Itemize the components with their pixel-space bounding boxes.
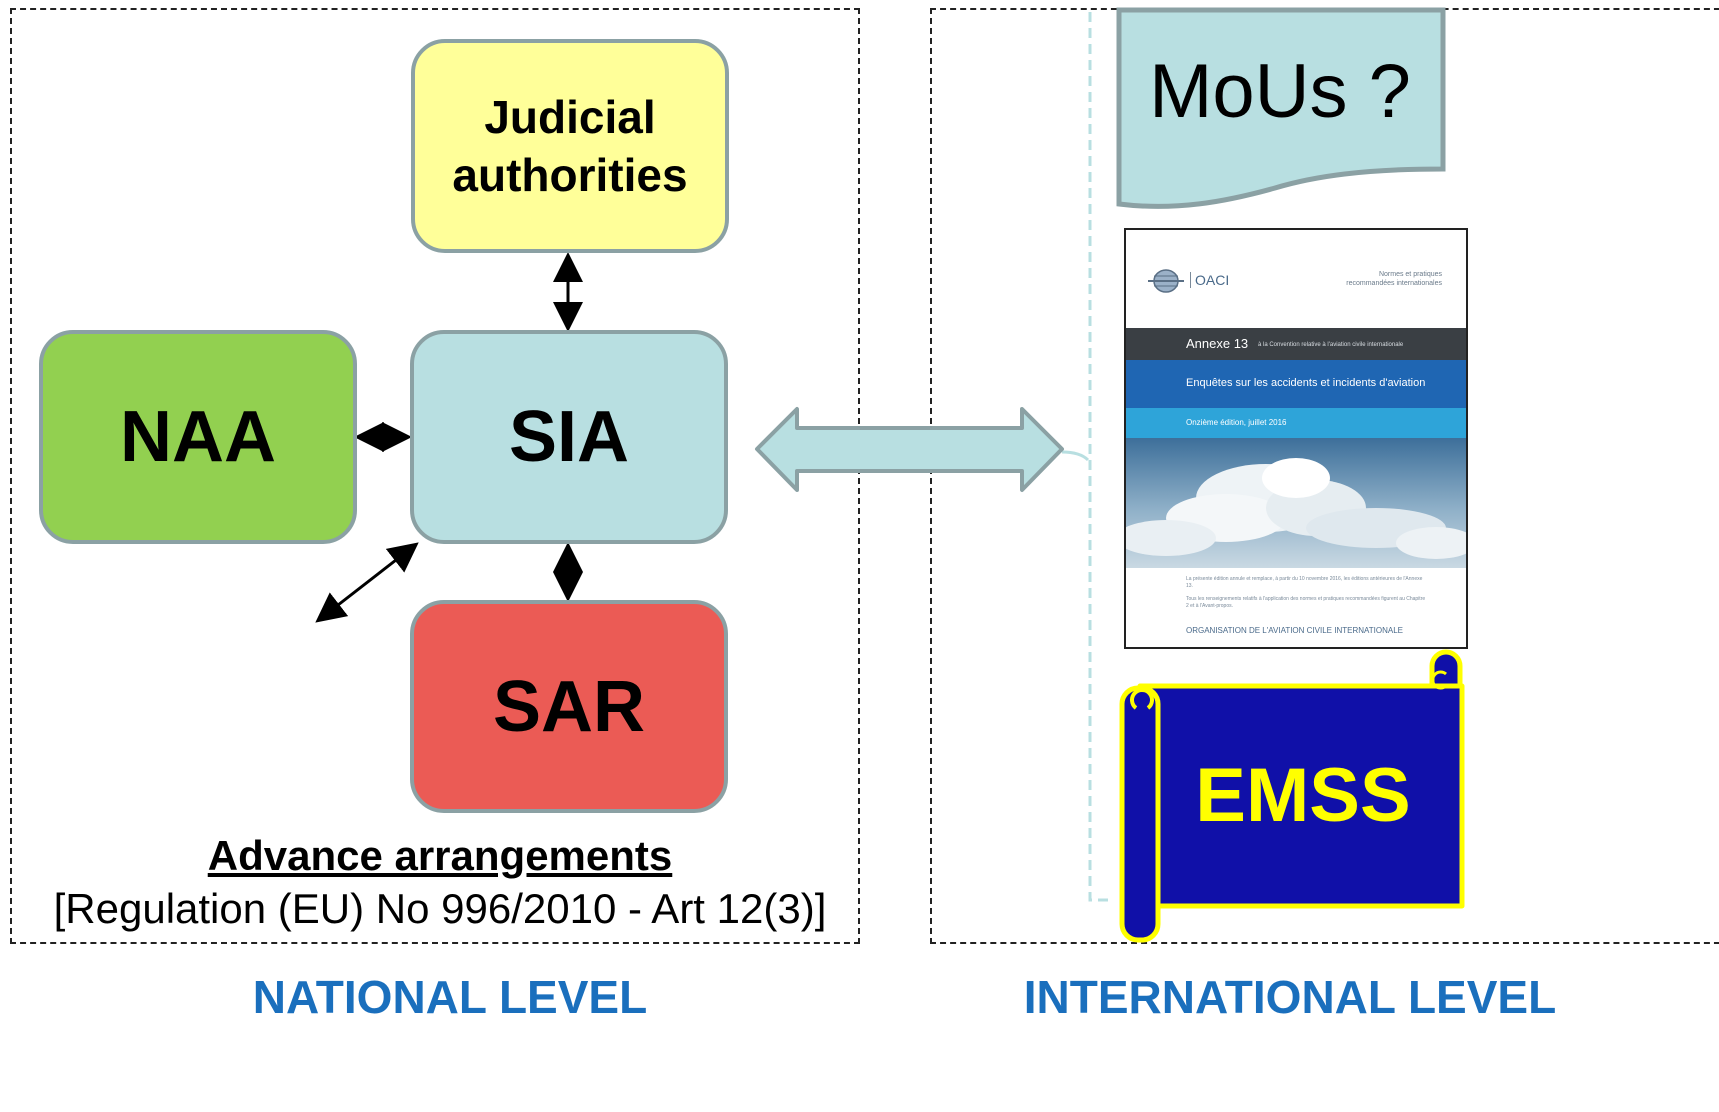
regulation-reference: [Regulation (EU) No 996/2010 - Art 12(3)… (53, 885, 827, 932)
doc-note2: Tous les renseignements relatifs à l'app… (1186, 596, 1426, 609)
doc-edition: Onzième édition, juillet 2016 (1186, 418, 1287, 427)
big-double-arrow (755, 407, 1064, 492)
sia-box: SIA (410, 330, 728, 544)
emss-label: EMSS (1195, 753, 1411, 838)
doc-standards-line2: recommandées internationales (1346, 280, 1442, 287)
arrow-sia-other (315, 542, 419, 623)
doc-cloud-image (1126, 438, 1466, 568)
national-level-frame (10, 8, 860, 944)
doc-org-short: OACI (1190, 272, 1229, 288)
sar-label: SAR (492, 666, 645, 747)
doc-title-band (1126, 360, 1466, 408)
emss-scroll-shape (1119, 649, 1465, 943)
doc-org-full: ORGANISATION DE L'AVIATION CIVILE INTERN… (1186, 626, 1403, 635)
national-level-label: NATIONAL LEVEL (252, 971, 648, 1023)
doc-annex-subtitle: à la Convention relative à l'aviation ci… (1258, 342, 1404, 348)
judicial-authorities-label: Judicial authorities (452, 91, 688, 201)
doc-band-title: Enquêtes sur les accidents et incidents … (1186, 377, 1426, 389)
naa-label: NAA (120, 397, 276, 477)
doc-note1: La présente édition annule et remplace, … (1186, 576, 1423, 589)
advance-arrangements-title: Advance arrangements (207, 832, 673, 879)
mous-shape (1116, 7, 1446, 209)
doc-standards-line1: Normes et pratiques (1378, 271, 1442, 278)
mous-label: MoUs ? (1149, 49, 1411, 134)
international-level-label: INTERNATIONAL LEVEL (1023, 971, 1557, 1023)
sar-box: SAR (410, 600, 728, 813)
naa-box: NAA (39, 330, 357, 544)
icao-emblem-icon (1148, 269, 1184, 293)
sia-label: SIA (508, 397, 630, 477)
judicial-authorities-box: Judicial authorities (411, 39, 729, 253)
annex13-document: OACI Normes et pratiques recommandées in… (1124, 228, 1468, 649)
doc-edition-band (1126, 408, 1466, 438)
doc-annex-band (1126, 328, 1466, 360)
doc-annex-title: Annexe 13 (1186, 336, 1249, 351)
